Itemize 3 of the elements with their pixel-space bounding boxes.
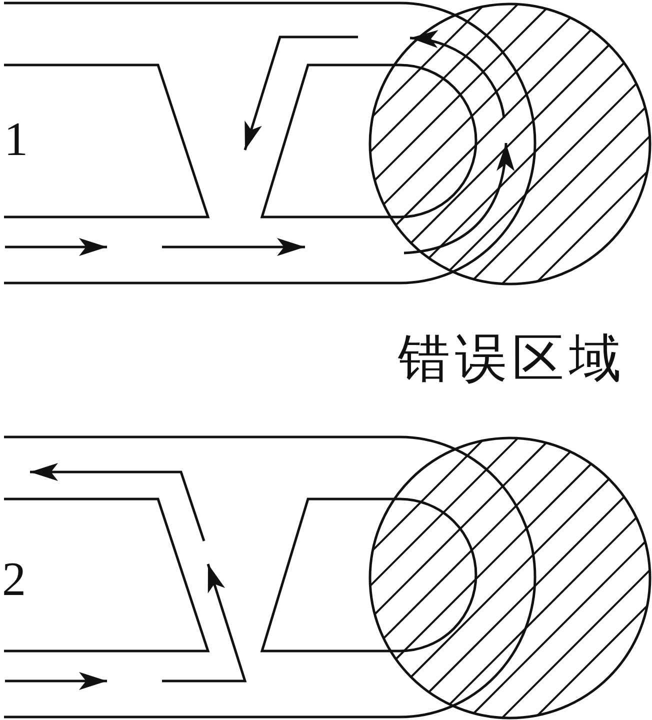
panel-number: 1 xyxy=(4,116,28,164)
region-label: 错误区域 xyxy=(398,334,626,386)
panel-number: 2 xyxy=(2,556,26,604)
